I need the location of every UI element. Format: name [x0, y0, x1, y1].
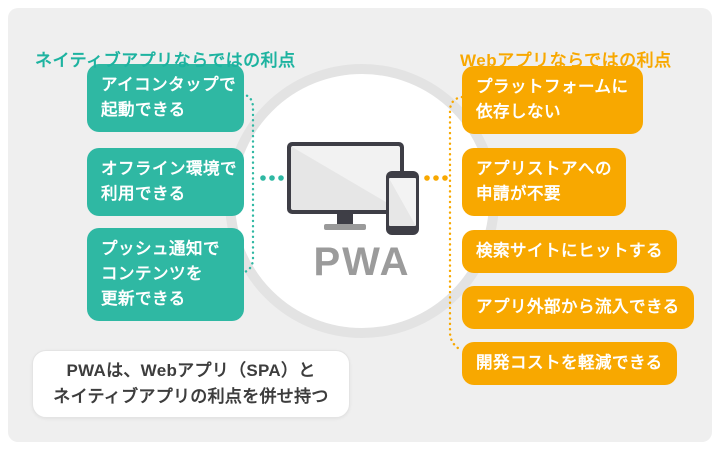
summary-line: ネイティブアプリの利点を併せ持つ	[53, 387, 329, 406]
benefit-line: プラットフォームに	[476, 78, 629, 96]
benefit-line: オフライン環境で	[101, 160, 237, 178]
web-benefit-cost: 開発コストを軽減できる	[462, 342, 677, 385]
benefit-line: プッシュ通知で	[101, 240, 220, 258]
benefit-line: 申請が不要	[476, 185, 561, 203]
benefit-line: 開発コストを軽減できる	[476, 354, 663, 372]
native-benefit-offline: オフライン環境で 利用できる	[87, 148, 244, 216]
monitor-stand-neck	[337, 213, 353, 224]
summary-box: PWAは、Webアプリ（SPA）と ネイティブアプリの利点を併せ持つ	[32, 350, 350, 418]
web-benefit-platform: プラットフォームに 依存しない	[462, 66, 643, 134]
benefit-line: アプリストアへの	[476, 160, 612, 178]
benefit-line: コンテンツを	[101, 265, 203, 283]
web-benefit-no-store: アプリストアへの 申請が不要	[462, 148, 626, 216]
benefit-line: 利用できる	[101, 185, 186, 203]
native-benefit-push: プッシュ通知で コンテンツを 更新できる	[87, 228, 244, 321]
benefit-line: 検索サイトにヒットする	[476, 242, 663, 260]
monitor-stand-base	[324, 224, 366, 230]
smartphone-icon	[386, 171, 419, 235]
benefit-line: 更新できる	[101, 290, 186, 308]
native-benefits-heading: ネイティブアプリならではの利点	[35, 51, 296, 71]
web-benefits-heading: Webアプリならではの利点	[460, 51, 672, 71]
benefit-line: アプリ外部から流入できる	[476, 298, 680, 316]
monitor-screen	[291, 146, 400, 210]
smartphone-screen	[389, 178, 416, 226]
native-benefit-icon-tap: アイコンタップで 起動できる	[87, 64, 244, 132]
web-benefit-inflow: アプリ外部から流入できる	[462, 286, 694, 329]
benefit-line: 依存しない	[476, 103, 561, 121]
benefit-line: アイコンタップで	[101, 76, 237, 94]
desktop-monitor-icon	[287, 142, 404, 214]
benefit-line: 起動できる	[101, 101, 186, 119]
pwa-label: PWA	[313, 240, 411, 284]
web-benefit-search: 検索サイトにヒットする	[462, 230, 677, 273]
summary-line: PWAは、Webアプリ（SPA）と	[66, 361, 316, 380]
